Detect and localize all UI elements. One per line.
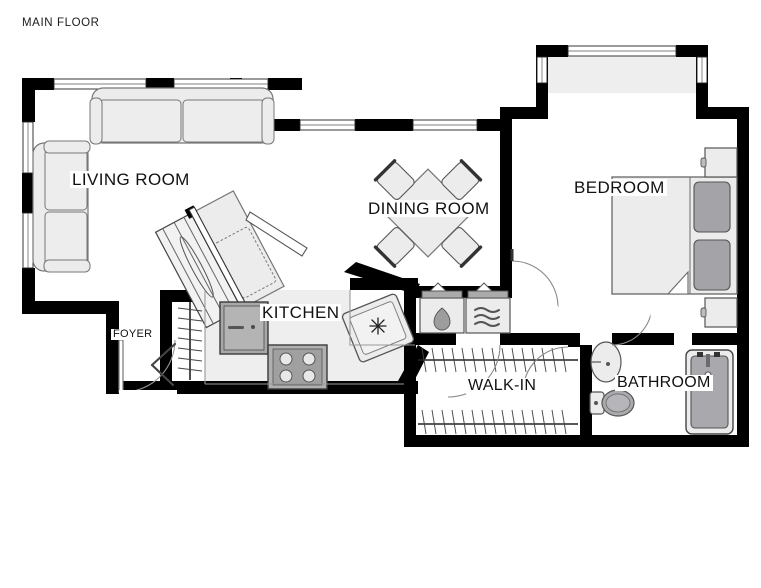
kitchen-pantry-hatch: [177, 302, 203, 380]
sofa-three-seat: [89, 87, 275, 145]
kitchen-counter-outline: [204, 290, 415, 385]
room-label-foyer: FOYER: [111, 328, 155, 340]
room-label-kitchen: KITCHEN: [260, 303, 342, 322]
room-label-walk-in: WALK-IN: [466, 377, 539, 394]
dining-chair-group: [373, 159, 483, 268]
room-label-dining-room: DINING ROOM: [366, 199, 492, 218]
entry-door-foyer: [118, 339, 177, 394]
loveseat: [32, 140, 91, 273]
bed-queen: [611, 176, 738, 295]
sheet-title: MAIN FLOOR: [22, 17, 100, 29]
bathroom-sink-oval: [590, 341, 622, 383]
window-layer: [22, 45, 708, 269]
staircase: [154, 190, 308, 329]
washer: [419, 282, 465, 334]
toilet: [589, 389, 635, 417]
bathtub: [685, 349, 734, 435]
nightstand-top: [700, 147, 738, 178]
nightstand-bottom: [700, 297, 738, 328]
cooktop-four-burner: [267, 344, 328, 390]
closet-rod-lower: [418, 409, 578, 435]
room-label-bathroom: BATHROOM: [615, 374, 713, 391]
refrigerator: [219, 301, 269, 355]
room-label-living-room: LIVING ROOM: [70, 170, 192, 189]
room-label-bedroom: BEDROOM: [572, 178, 667, 197]
dryer: [465, 282, 511, 334]
